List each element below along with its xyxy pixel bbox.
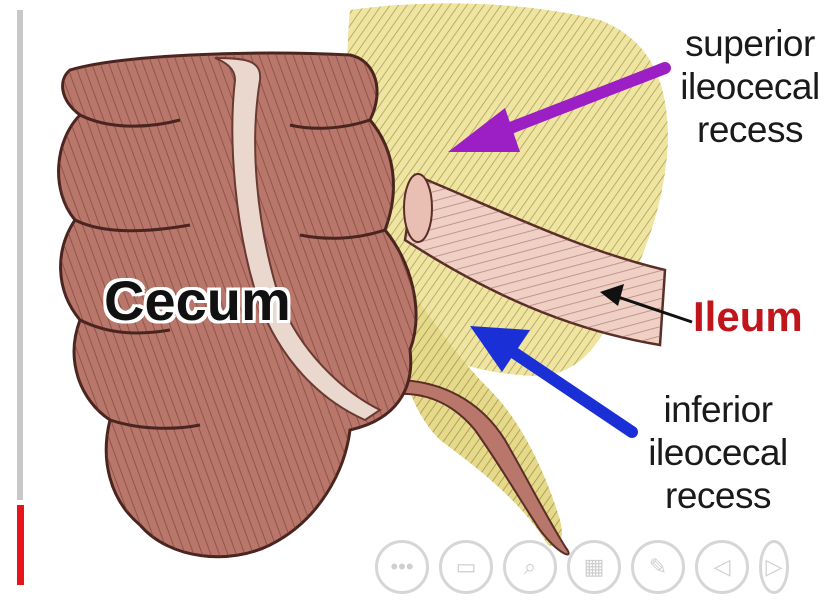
more-icon[interactable]: ••• [375,540,429,594]
left-edge-line [17,10,23,500]
prev-icon[interactable]: ◁ [695,540,749,594]
superior-label-line1: superior [665,22,833,65]
cecum-label: Cecum [104,268,291,333]
next-icon[interactable]: ▷ [759,540,789,594]
inferior-label-line1: inferior [628,388,808,431]
inferior-recess-label: inferior ileocecal recess [628,388,808,517]
superior-label-line2: ileocecal [665,65,833,108]
zoom-icon[interactable]: ⌕ [503,540,557,594]
left-red-bar [17,505,24,585]
slideshow-controls: ••• ▭ ⌕ ▦ ✎ ◁ ▷ [375,540,789,594]
grid-icon[interactable]: ▦ [567,540,621,594]
ileum-label: Ileum [693,293,803,341]
inferior-label-line3: recess [628,474,808,517]
slide-view-icon[interactable]: ▭ [439,540,493,594]
pen-icon[interactable]: ✎ [631,540,685,594]
superior-recess-label: superior ileocecal recess [665,22,833,151]
superior-label-line3: recess [665,108,833,151]
inferior-label-line2: ileocecal [628,431,808,474]
